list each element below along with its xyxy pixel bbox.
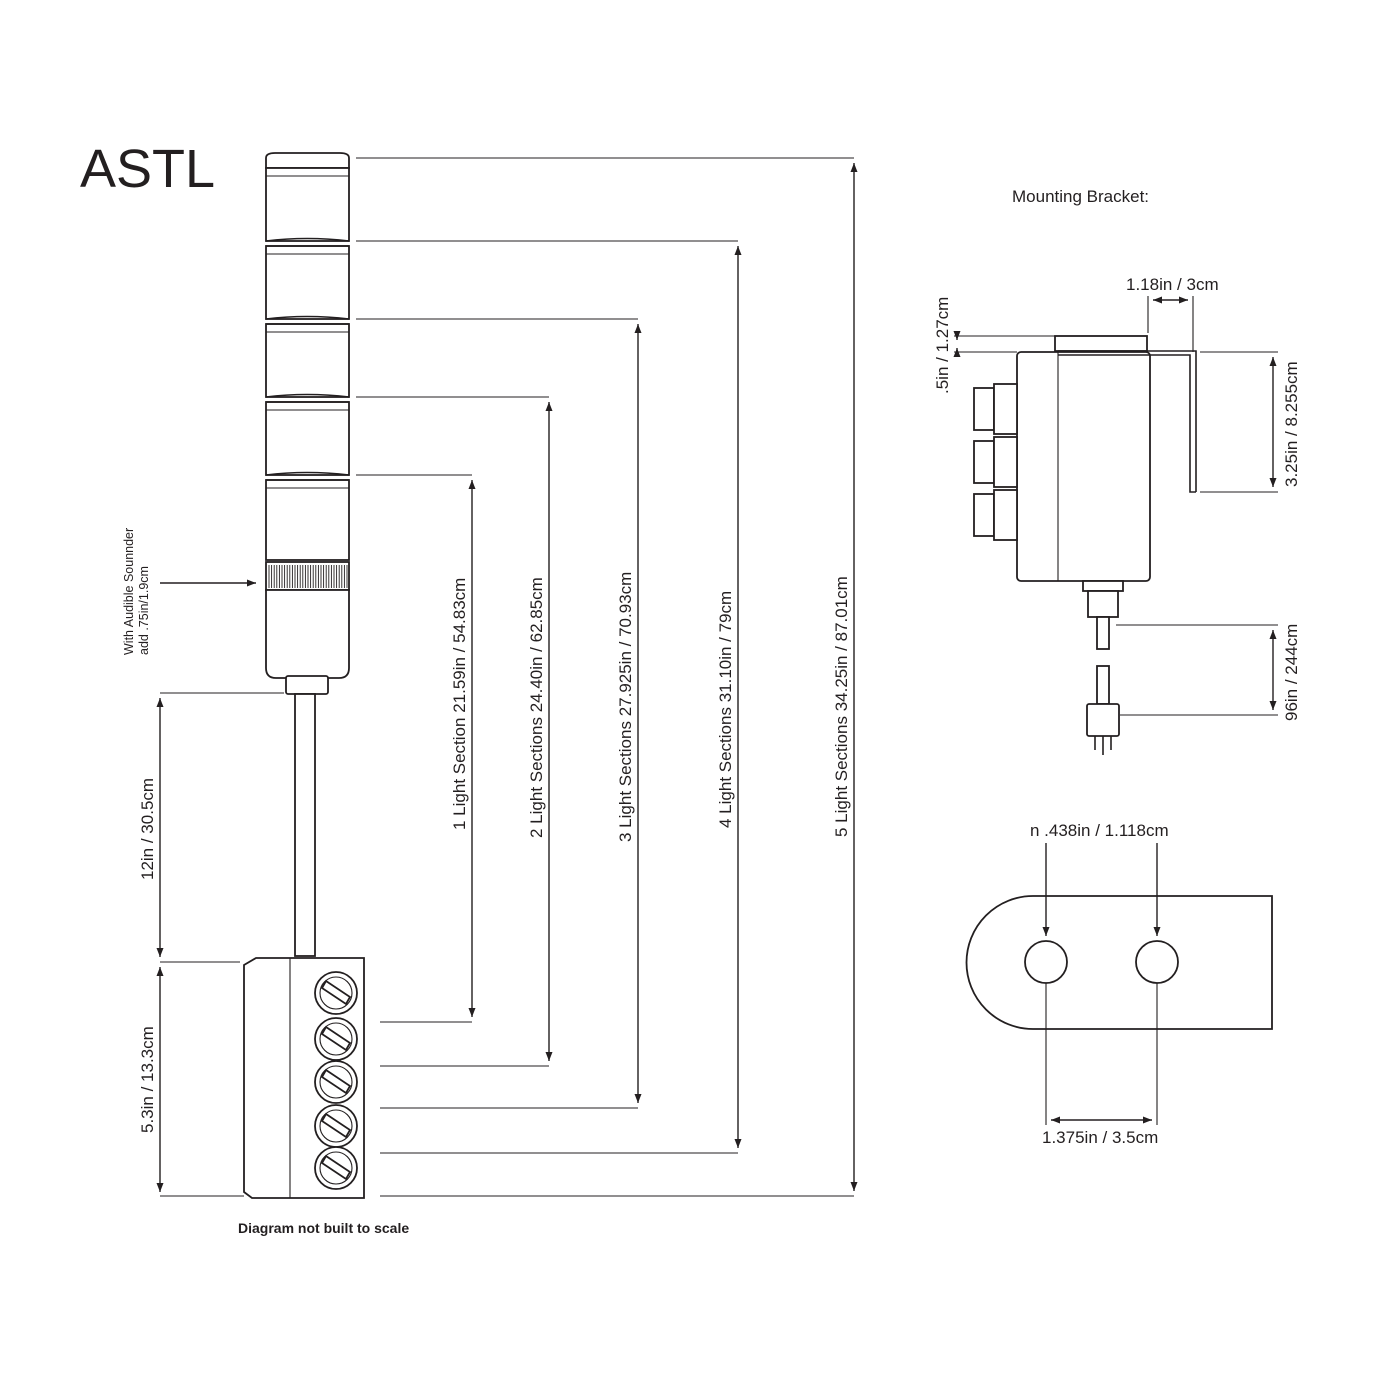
mounting-plate-outline (965, 895, 1273, 1030)
mounting-pole (294, 693, 316, 957)
stack-light-tower (243, 152, 365, 1199)
dimension-1-light-label: 1 Light Section 21.59in / 54.83cm (450, 578, 469, 830)
selector-knob-2 (314, 1017, 358, 1061)
selector-knobs (314, 971, 358, 1190)
pole-length-dimension: 12in / 30.5cm (138, 692, 284, 963)
light-section-4 (265, 245, 350, 320)
hole-spacing-label: 1.375in / 3.5cm (1042, 1128, 1158, 1147)
bracket-button-3-cap (993, 489, 1018, 541)
tower-cap (265, 152, 350, 169)
diagram-title: ASTL (80, 139, 215, 199)
cord-gland-nut (1087, 590, 1119, 618)
bracket-button-2-cap (993, 436, 1018, 488)
dimension-4-light-label: 4 Light Sections 31.10in / 79cm (716, 591, 735, 828)
tower-base (265, 589, 350, 679)
selector-knob-1 (314, 971, 358, 1015)
bracket-button-1-cap (993, 383, 1018, 435)
cord-gland (1082, 580, 1124, 592)
bracket-button-2 (973, 440, 995, 484)
cord-end (1096, 665, 1110, 705)
box-height-dimension: 5.3in / 13.3cm (138, 967, 244, 1197)
mounting-hole-right (1135, 940, 1179, 984)
bracket-thickness-label: .5in / 1.27cm (933, 297, 952, 394)
bracket-l-arm (1058, 350, 1197, 493)
mounting-plate-view: n .438in / 1.118cm 1.375in / 3.5cm (965, 821, 1273, 1147)
light-section-5 (265, 167, 350, 242)
bracket-title: Mounting Bracket: (1012, 187, 1149, 206)
bracket-top-plate (1054, 335, 1148, 352)
light-section-1 (265, 479, 350, 561)
dimension-5-light-label: 5 Light Sections 34.25in / 87.01cm (832, 576, 851, 837)
sounder-note-line1: With Audible Sounnder (122, 528, 136, 655)
bracket-width-label: 1.18in / 3cm (1126, 275, 1219, 294)
cord-length-label: 96in / 244cm (1282, 624, 1301, 721)
selector-knob-5 (314, 1146, 358, 1190)
plug-body (1086, 703, 1120, 737)
hole-diameter-label: n .438in / 1.118cm (1030, 821, 1169, 840)
box-height-label: 5.3in / 13.3cm (138, 1026, 157, 1133)
bracket-housing-box (1016, 351, 1151, 582)
selector-knob-4 (314, 1104, 358, 1148)
pole-length-label: 12in / 30.5cm (138, 778, 157, 880)
scale-note: Diagram not built to scale (238, 1220, 409, 1236)
mounting-hole-left (1024, 940, 1068, 984)
bracket-button-1 (973, 387, 995, 431)
sounder-grille-lines (268, 565, 348, 588)
light-section-2 (265, 401, 350, 476)
tower-section-dimensions: 1 Light Section 21.59in / 54.83cm 2 Ligh… (356, 157, 858, 1197)
selector-knob-3 (314, 1060, 358, 1104)
cord-stub (1096, 616, 1110, 650)
sounder-note-line2: add .75in/1.9cm (137, 566, 151, 655)
bracket-button-3 (973, 493, 995, 537)
light-section-3 (265, 323, 350, 398)
sounder-note: With Audible Sounnder add .75in/1.9cm (122, 528, 151, 655)
bracket-height-label: 3.25in / 8.255cm (1282, 361, 1301, 487)
dimension-2-light-label: 2 Light Sections 24.40in / 62.85cm (527, 577, 546, 838)
tower-connector (285, 675, 329, 695)
plug-prongs (1094, 736, 1112, 755)
mounting-bracket-side-view: 1.18in / 3cm .5in / 1.27cm 3.25in / 8.25… (933, 275, 1301, 755)
dimension-3-light-label: 3 Light Sections 27.925in / 70.93cm (616, 572, 635, 842)
